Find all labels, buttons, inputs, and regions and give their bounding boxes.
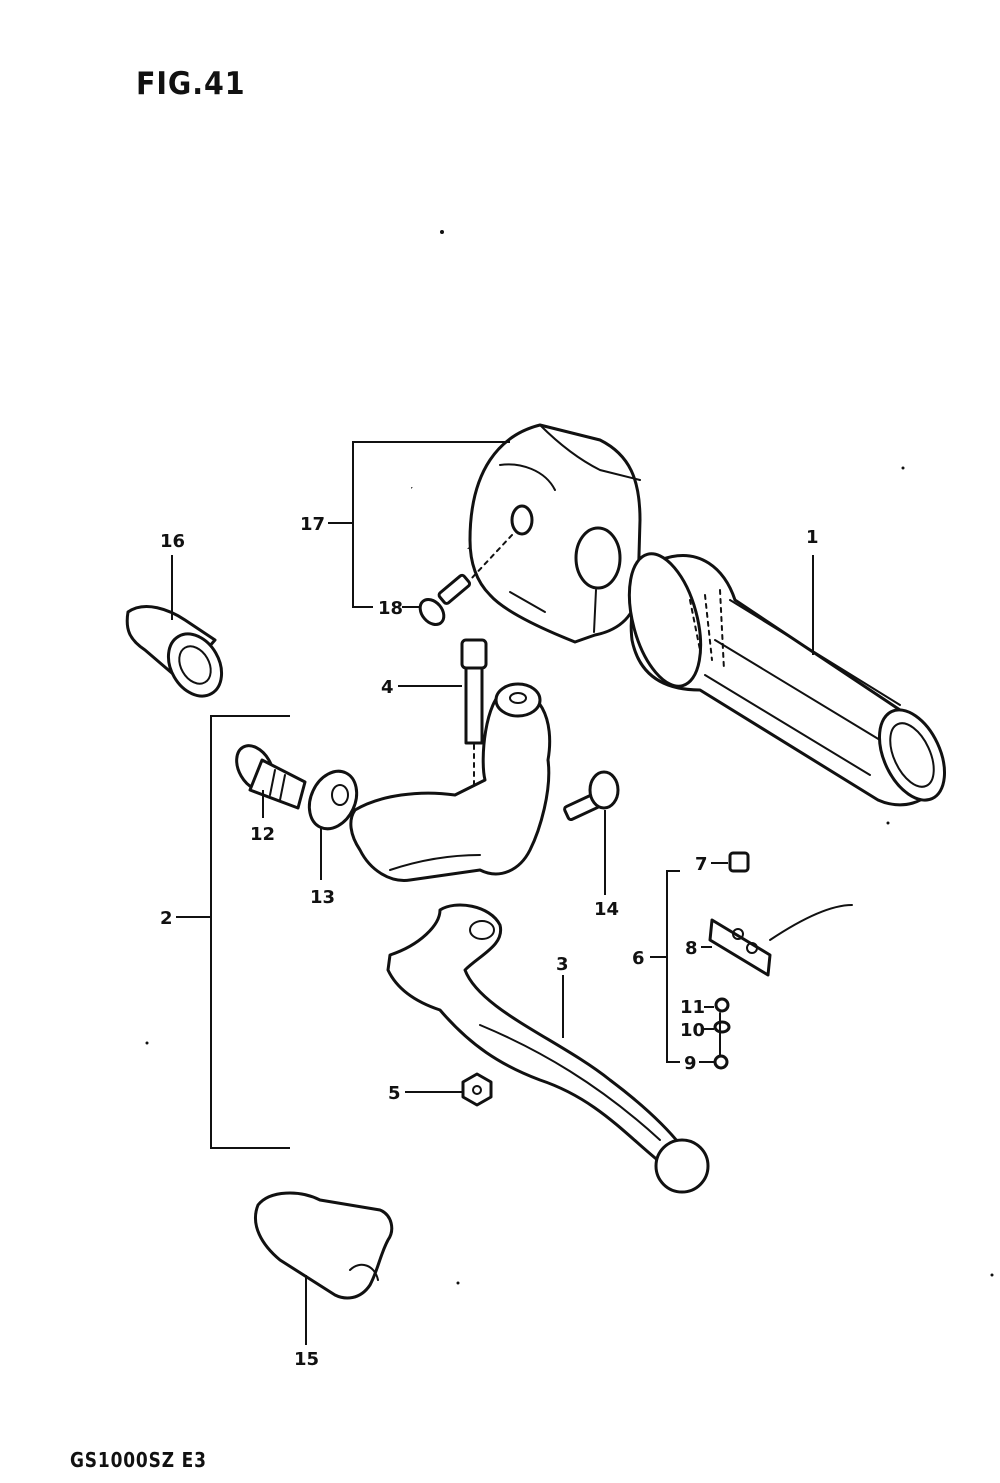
clutch-lever-part bbox=[386, 903, 710, 1194]
callout-6: 6 bbox=[632, 948, 645, 969]
callout-18: 18 bbox=[378, 598, 403, 619]
callout-5: 5 bbox=[388, 1083, 401, 1104]
callout-11: 11 bbox=[680, 997, 705, 1018]
callout-10: 10 bbox=[680, 1020, 705, 1041]
end-cap-part bbox=[125, 605, 224, 698]
callout-7: 7 bbox=[695, 854, 708, 875]
callout-labels: 1 2 3 4 5 6 7 8 9 10 11 12 13 14 15 16 1… bbox=[160, 514, 819, 1370]
callout-8: 8 bbox=[685, 938, 698, 959]
handle-grip-part bbox=[627, 552, 946, 807]
lock-nut-part bbox=[307, 769, 359, 831]
scan-specks bbox=[145, 230, 994, 1285]
callout-13: 13 bbox=[310, 887, 335, 908]
figure-title: FIG.41 bbox=[136, 66, 246, 102]
bolt-part bbox=[460, 638, 488, 801]
model-code: GS1000SZ E3 bbox=[70, 1448, 207, 1472]
callout-9: 9 bbox=[684, 1053, 697, 1074]
callout-16: 16 bbox=[160, 531, 185, 552]
screw-part bbox=[418, 573, 472, 627]
lever-cover-part bbox=[253, 1191, 394, 1300]
pivot-screw-part bbox=[563, 770, 620, 822]
callout-2: 2 bbox=[160, 908, 173, 929]
nut-part bbox=[461, 1072, 493, 1107]
callout-3: 3 bbox=[556, 954, 569, 975]
callout-12: 12 bbox=[250, 824, 275, 845]
adjuster-bolt-part bbox=[235, 744, 307, 810]
switch-housing-part bbox=[408, 423, 642, 644]
callout-14: 14 bbox=[594, 899, 619, 920]
switch-assembly-part bbox=[708, 851, 853, 1070]
callout-1: 1 bbox=[806, 527, 819, 548]
callout-4: 4 bbox=[381, 677, 394, 698]
callout-17: 17 bbox=[300, 514, 325, 535]
lever-holder-part bbox=[349, 682, 552, 882]
leader-lines bbox=[171, 441, 814, 1345]
callout-15: 15 bbox=[294, 1349, 319, 1370]
